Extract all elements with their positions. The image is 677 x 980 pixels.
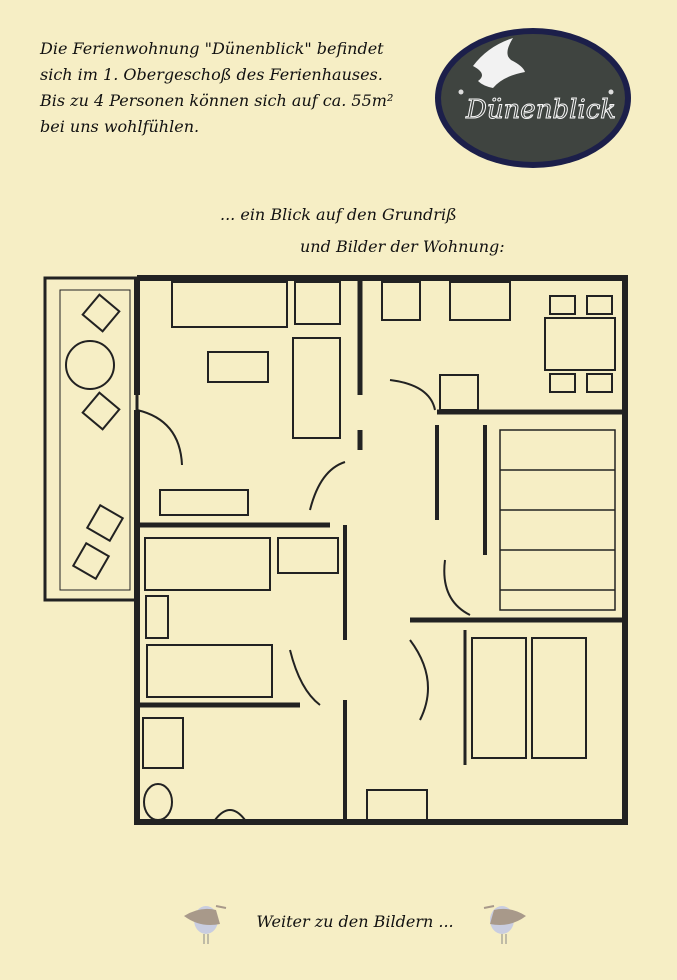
floor-plan-image [43,275,628,825]
continue-to-pictures-link[interactable]: Weiter zu den Bildern ... [256,911,454,931]
intro-line: Die Ferienwohnung "Dünenblick" befindet [40,39,384,58]
footer-nav: Weiter zu den Bildern ... [180,896,530,946]
dove-icon [473,38,525,88]
subheading-line-2: und Bilder der Wohnung: [300,237,505,256]
subheading-line-1: ... ein Blick auf den Grundriß [220,205,457,224]
intro-line: bei uns wohlfühlen. [40,117,200,136]
intro-line: sich im 1. Obergeschoß des Ferienhauses. [40,65,383,84]
intro-line: Bis zu 4 Personen können sich auf ca. 55… [40,91,394,110]
sign-text: Dünenblick [465,95,616,125]
seagull-icon [184,905,227,944]
intro-text: Die Ferienwohnung "Dünenblick" befindet … [40,36,393,140]
seagull-icon [483,905,526,944]
duenenblick-sign-image: Dünenblick [435,28,631,168]
